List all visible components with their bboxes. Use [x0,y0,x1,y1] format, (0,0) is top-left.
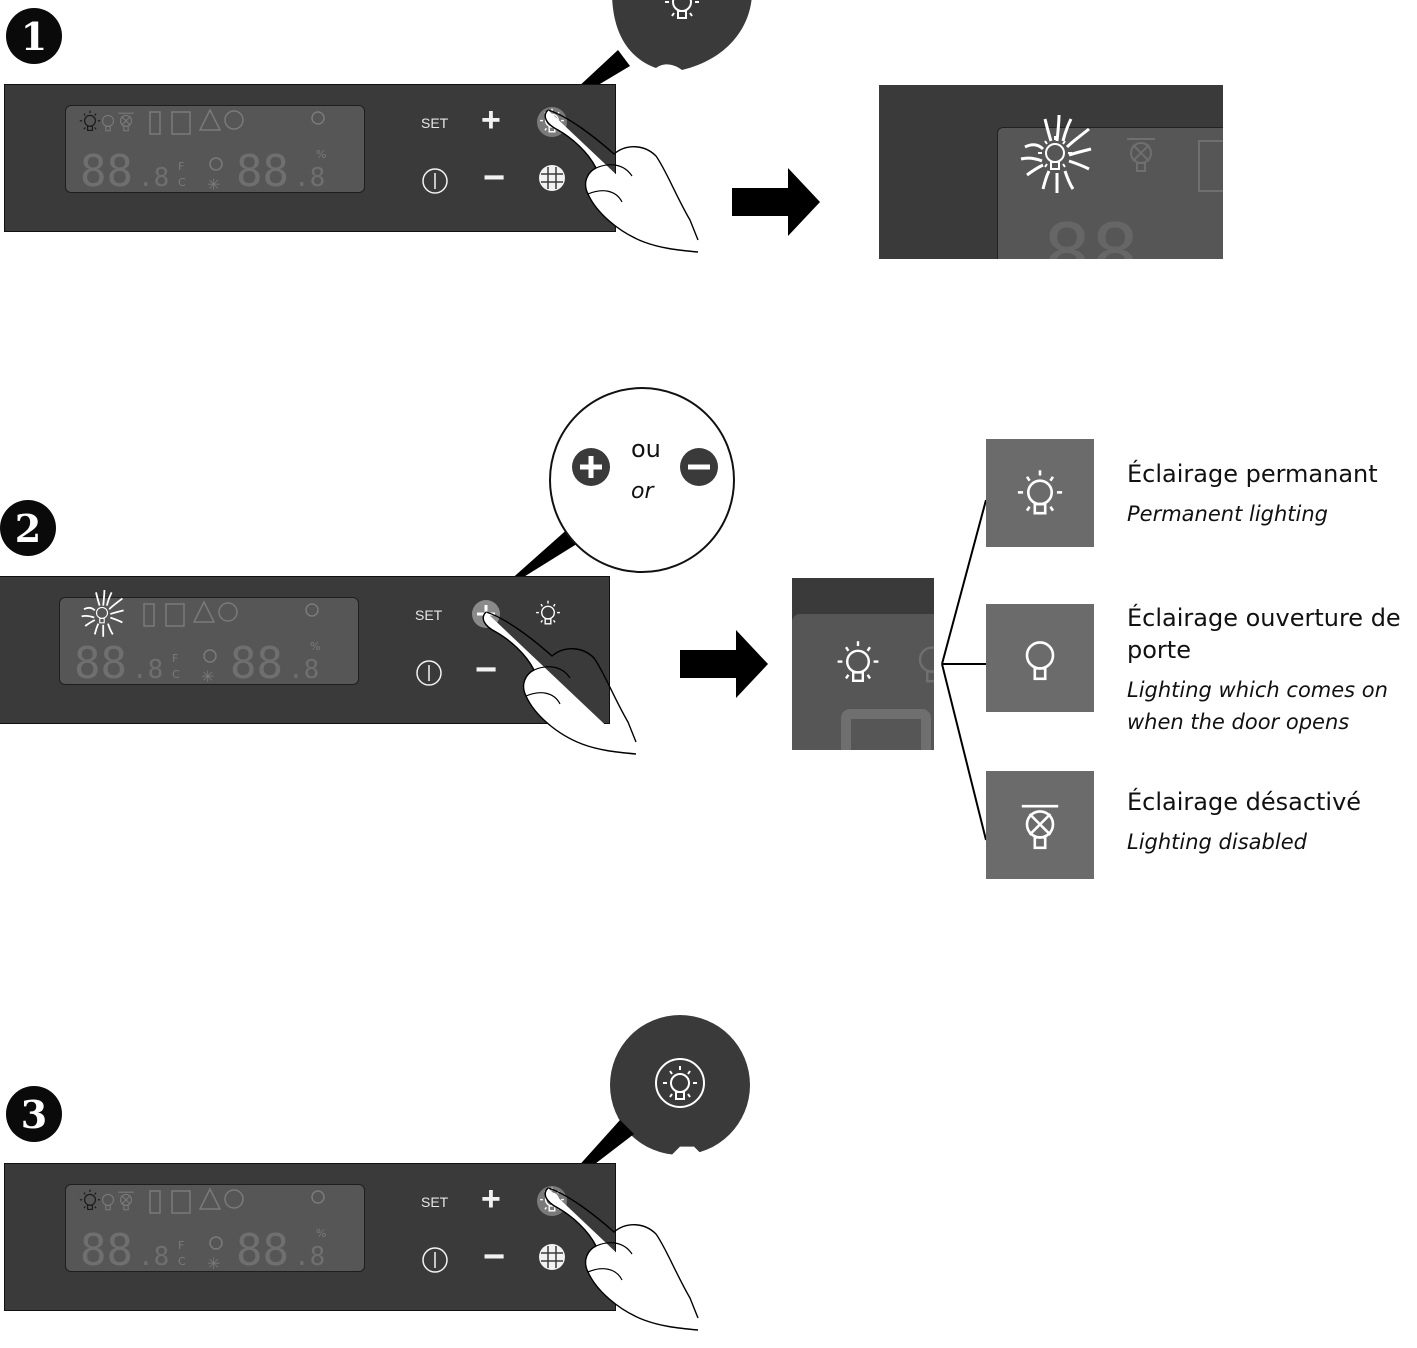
percent-sign: % [316,1227,326,1240]
lcd-display-1: 88 .8 F C ✳ 88 .8 % [65,105,365,197]
plus-button[interactable]: + [481,101,501,139]
option-door-label-en-1: Lighting which comes on [1127,678,1388,702]
option-door-label-fr-2: porte [1127,636,1191,664]
lcd-display-2: 88 .8 F C ✳ 88 .8 % [59,589,359,689]
result-panel-2 [792,578,934,750]
ou-label: ou [631,435,661,463]
step-2-zoom-circle: ou or [549,387,735,573]
option-door-label-en-2: when the door opens [1127,710,1350,734]
svg-text:✳: ✳ [207,1254,220,1273]
option-disabled-box [986,771,1094,879]
unit-f: F [172,652,178,665]
option-permanent-label-en: Permanent lighting [1127,502,1329,526]
svg-text:88: 88 [74,638,127,689]
option-disabled-label-en: Lighting disabled [1127,830,1307,854]
svg-text:88: 88 [236,1225,289,1276]
hand-icon [544,109,699,253]
step-1-badge: 1 [6,8,62,64]
control-panel-1: 88 .8 F C ✳ 88 .8 % SET + − [4,84,616,232]
percent-sign: % [316,148,326,161]
step-1-zoom-bubble [612,0,752,70]
grid-button[interactable] [537,1242,567,1272]
minus-button[interactable]: − [475,649,498,691]
power-button[interactable] [415,659,443,687]
svg-text:88: 88 [80,1225,133,1276]
option-door-label-fr-1: Éclairage ouverture de [1127,604,1401,632]
step-2-number: 2 [14,505,42,551]
unit-f: F [178,160,184,173]
svg-text:88: 88 [236,146,289,197]
arrow-icon [680,630,768,698]
minus-button[interactable]: − [483,1236,506,1278]
result-panel-1: 88 [879,85,1223,259]
option-disabled-text: Éclairage désactivé Lighting disabled [1127,786,1417,858]
svg-text:.8: .8 [132,655,163,685]
unit-f: F [178,1239,184,1252]
unit-c: C [172,668,180,681]
svg-text:.8: .8 [294,1242,325,1272]
option-door-box [986,604,1094,712]
arrow-icon [732,168,820,236]
unit-c: C [178,1255,186,1268]
svg-text:88: 88 [80,146,133,197]
lcd-display-3: 88 .8 F C ✳ 88 .8 % [65,1184,365,1276]
hand-icon [482,611,637,755]
hand-icon [544,1187,699,1331]
grid-button[interactable] [537,163,567,193]
power-button[interactable] [421,167,449,195]
result-lcd-1 [997,127,1223,259]
percent-sign: % [310,640,320,653]
set-label: SET [421,115,449,131]
lamp-door-icon [1025,641,1055,681]
step-3-badge: 3 [6,1086,62,1142]
svg-text:.8: .8 [294,163,325,193]
control-panel-2: 88 .8 F C ✳ 88 .8 % SET − [0,576,610,724]
control-panel-3: 88 .8 F C ✳ 88 .8 % SET + − [4,1163,616,1311]
svg-text:.8: .8 [138,1242,169,1272]
svg-text:88: 88 [230,638,283,689]
option-door-text: Éclairage ouverture de porte Lighting wh… [1127,602,1417,738]
svg-text:.8: .8 [138,163,169,193]
plus-button[interactable]: + [481,1180,501,1218]
step-1-number: 1 [20,13,48,59]
zoom-plus-icon [572,448,610,486]
svg-text:✳: ✳ [207,175,220,194]
unit-c: C [178,176,186,189]
step-2-badge: 2 [0,500,56,556]
option-disabled-label-fr: Éclairage désactivé [1127,788,1362,816]
set-label: SET [415,607,443,623]
option-permanent-box [986,439,1094,547]
or-label: or [631,479,654,504]
set-label: SET [421,1194,449,1210]
svg-text:.8: .8 [288,655,319,685]
minus-button[interactable]: − [483,157,506,199]
step-3-zoom-bubble [610,1015,750,1155]
step-3-number: 3 [20,1091,48,1137]
lamp-on-icon [1016,468,1064,515]
result-lcd-2 [792,614,934,750]
option-permanent-text: Éclairage permanant Permanent lighting [1127,458,1417,530]
svg-text:88: 88 [1043,207,1139,259]
option-permanent-label-fr: Éclairage permanant [1127,460,1378,488]
zoom-minus-icon [680,448,718,486]
svg-text:✳: ✳ [201,667,214,686]
option-branch-lines [941,499,987,841]
power-button[interactable] [421,1246,449,1274]
lamp-off-icon [1020,804,1060,850]
